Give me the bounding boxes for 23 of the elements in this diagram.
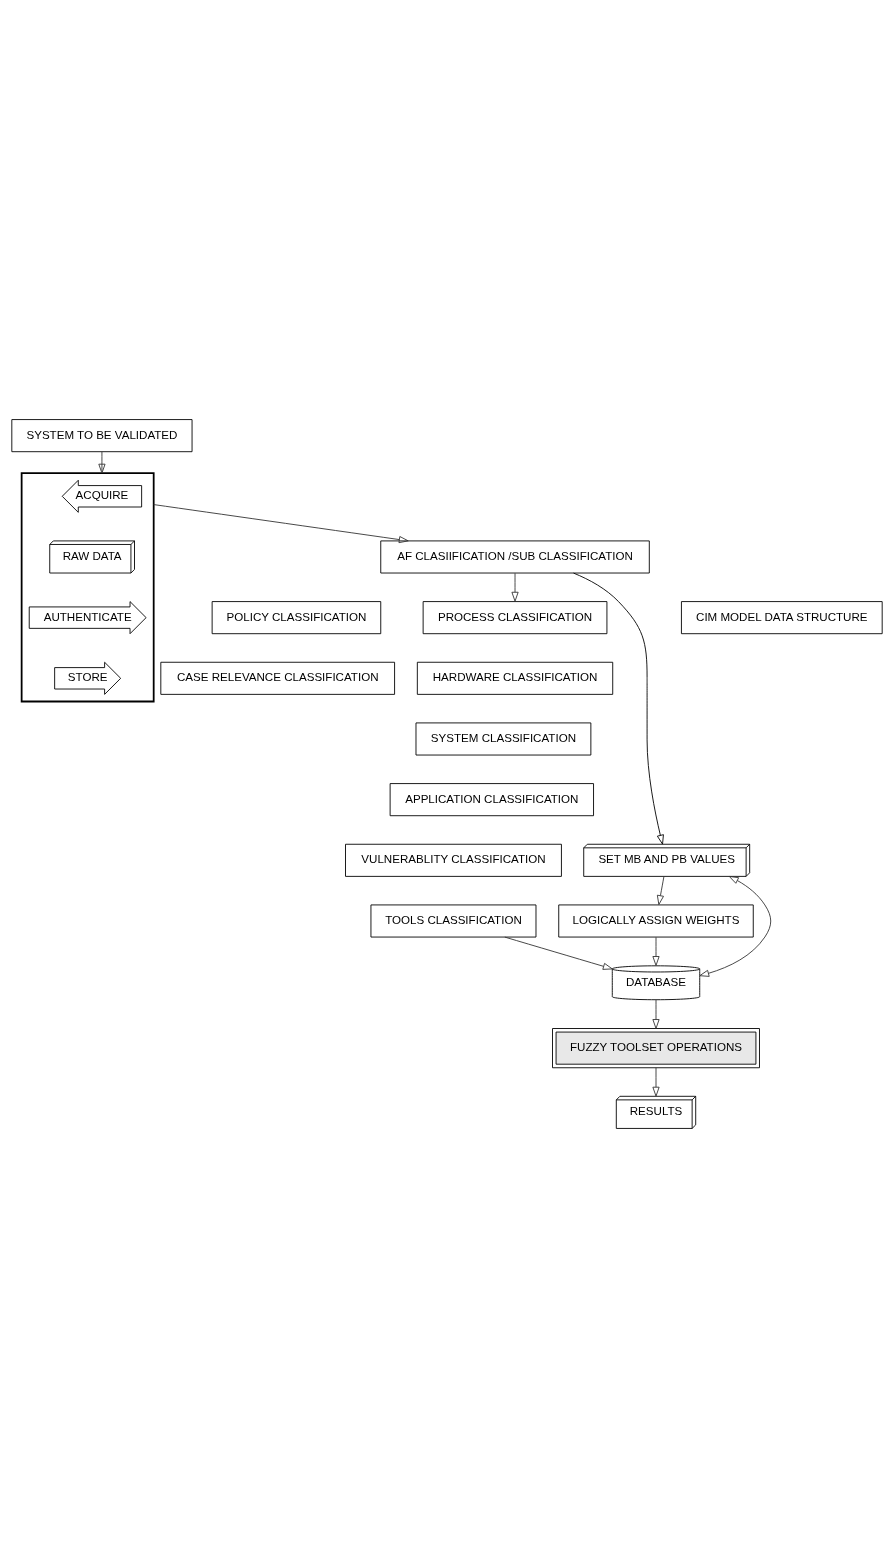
arrow (652, 999, 660, 1029)
node-box: LOGICALLY ASSIGN WEIGHTS (558, 904, 754, 938)
arrow (98, 451, 106, 474)
node-box: CASE RELEVANCE CLASSIFICATION (160, 661, 396, 695)
arrow (652, 936, 660, 966)
node-box: PROCESS CLASSIFICATION (422, 601, 608, 635)
node-box: SYSTEM TO BE VALIDATED (11, 419, 193, 453)
node-box: AF CLASIIFICATION /SUB CLASSIFICATION (380, 540, 650, 574)
arrow (656, 876, 665, 905)
arrow (573, 572, 664, 845)
node-box: CIM MODEL DATA STRUCTURE (681, 601, 883, 635)
arrow (699, 876, 772, 977)
arrow (511, 572, 519, 602)
node-box: HARDWARE CLASSIFICATION (416, 661, 614, 695)
node-box: APPLICATION CLASSIFICATION (389, 783, 594, 817)
node-box: VULNERABLITY CLASSIFICATION (345, 843, 562, 877)
arrow (153, 504, 409, 544)
arrow (504, 936, 613, 970)
arrow (652, 1067, 660, 1097)
node-box: TOOLS CLASSIFICATION (370, 904, 537, 938)
node-box: SYSTEM CLASSIFICATION (415, 722, 592, 756)
cluster (20, 472, 155, 703)
node-box: POLICY CLASSIFICATION (211, 601, 382, 635)
